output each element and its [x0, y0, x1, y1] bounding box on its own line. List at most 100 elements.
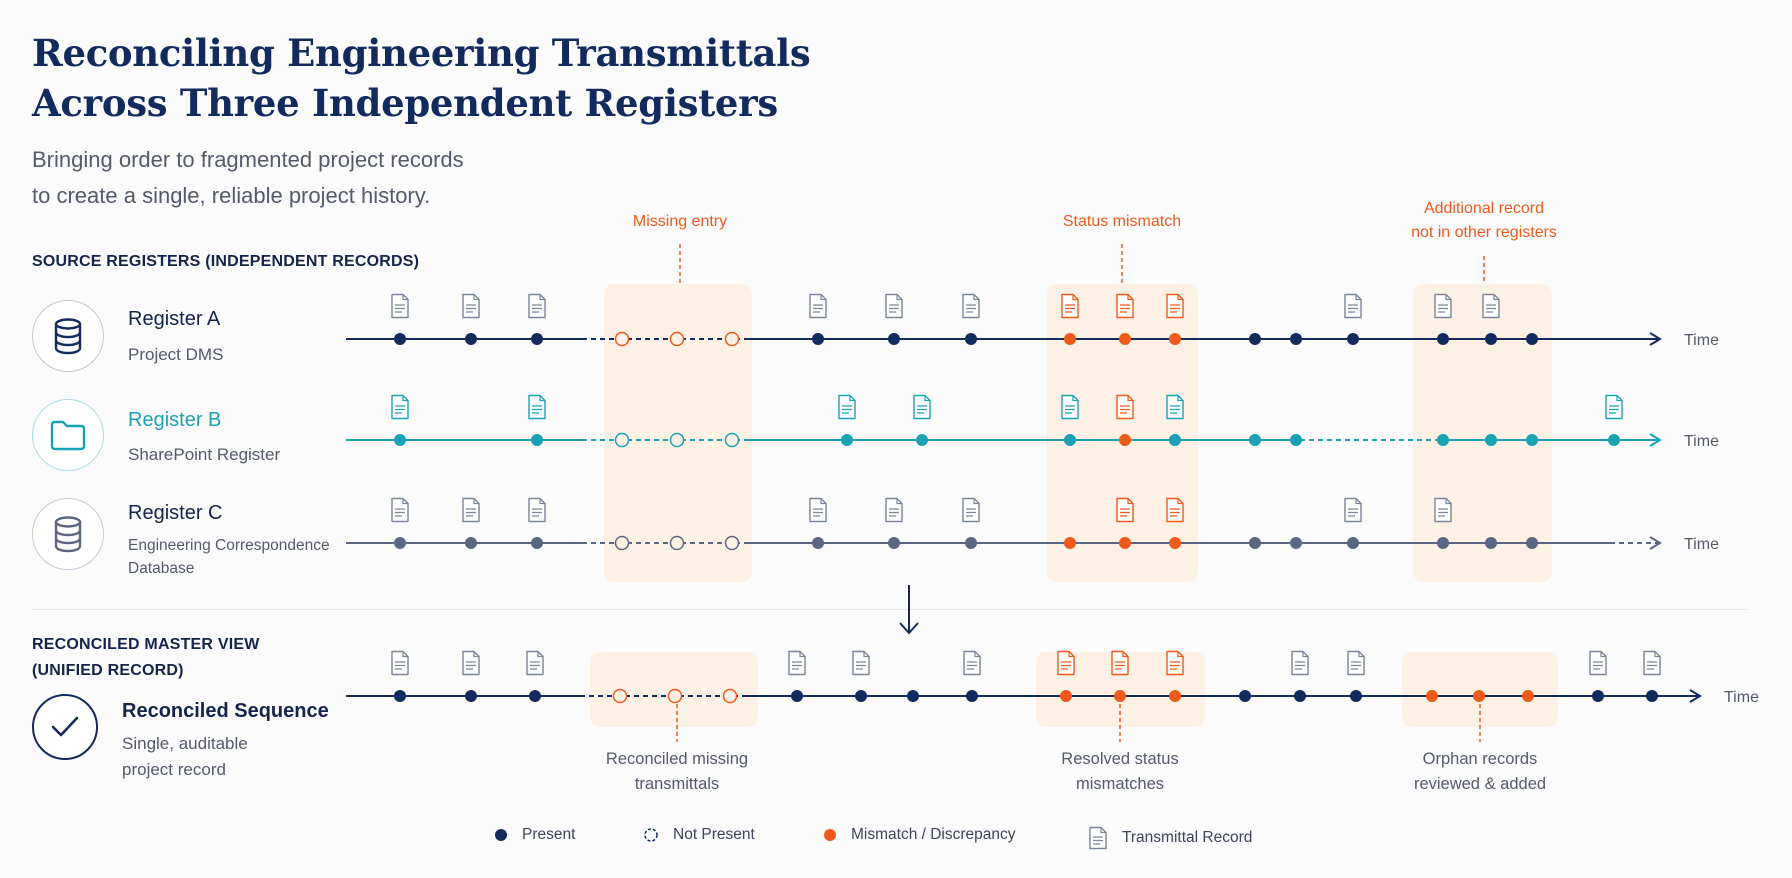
- document-icon: [462, 497, 480, 523]
- present-marker: [907, 690, 919, 702]
- legend-not-present: Not Present: [643, 826, 755, 844]
- present-marker: [394, 434, 406, 446]
- callout-top: not in other registers: [1411, 224, 1557, 241]
- missing-marker: [667, 688, 683, 704]
- document-icon: [962, 497, 980, 523]
- present-marker: [1526, 434, 1538, 446]
- document-icon: [1166, 394, 1184, 420]
- legend-present: Present: [494, 826, 575, 844]
- mismatch-marker: [1119, 434, 1131, 446]
- document-icon: [1344, 293, 1362, 319]
- arrow-head-icon: [1649, 332, 1662, 346]
- document-icon: [1166, 650, 1184, 676]
- register-b-subtitle: SharePoint Register: [128, 445, 281, 464]
- arrow-head-icon: [1649, 536, 1662, 550]
- present-marker: [394, 537, 406, 549]
- document-icon: [885, 497, 903, 523]
- document-icon: [462, 293, 480, 319]
- present-marker: [1592, 690, 1604, 702]
- arrow-head-icon: [1649, 433, 1662, 447]
- document-icon: [809, 293, 827, 319]
- missing-marker: [724, 535, 740, 551]
- section-divider: [32, 609, 1747, 610]
- present-marker: [1485, 537, 1497, 549]
- filled-dot-icon: [495, 829, 507, 841]
- document-icon: [462, 650, 480, 676]
- document-icon: [391, 293, 409, 319]
- title-line: Across Three Independent Registers: [32, 81, 778, 125]
- document-icon: [1291, 650, 1309, 676]
- document-icon: [1111, 650, 1129, 676]
- present-marker: [1169, 434, 1181, 446]
- present-marker: [1437, 537, 1449, 549]
- document-icon: [963, 650, 981, 676]
- legend-transmittal: Transmittal Record: [1088, 826, 1252, 850]
- present-marker: [966, 690, 978, 702]
- present-marker: [465, 537, 477, 549]
- register-a-subtitle: Project DMS: [128, 345, 224, 364]
- present-marker: [791, 690, 803, 702]
- document-icon: [1116, 293, 1134, 319]
- missing-marker: [722, 688, 738, 704]
- discrepancy-highlight-box: [1402, 652, 1558, 727]
- register-b-icon-badge: [32, 399, 104, 471]
- document-icon: [1166, 497, 1184, 523]
- present-marker: [812, 537, 824, 549]
- reconciled-subtitle-line: Single, auditable: [122, 734, 248, 753]
- mismatch-marker: [1473, 690, 1485, 702]
- legend-label: Not Present: [673, 826, 755, 843]
- missing-marker: [614, 432, 630, 448]
- present-marker: [1347, 537, 1359, 549]
- document-icon: [838, 394, 856, 420]
- register-b-name: Register B: [128, 409, 222, 431]
- missing-marker: [612, 688, 628, 704]
- document-icon: [1116, 497, 1134, 523]
- present-marker: [394, 333, 406, 345]
- subtitle: Bringing order to fragmented project rec…: [32, 142, 464, 214]
- present-marker: [529, 690, 541, 702]
- document-icon: [1347, 650, 1365, 676]
- present-marker: [531, 537, 543, 549]
- mismatch-marker: [1114, 690, 1126, 702]
- present-marker: [1485, 333, 1497, 345]
- legend-mismatch: Mismatch / Discrepancy: [823, 826, 1016, 844]
- missing-marker: [669, 331, 685, 347]
- document-icon: [1605, 394, 1623, 420]
- mismatch-marker: [1119, 333, 1131, 345]
- register-c-name: Register C: [128, 502, 223, 524]
- present-marker: [531, 333, 543, 345]
- page-title: Reconciling Engineering Transmittals Acr…: [32, 28, 811, 128]
- legend-label: Mismatch / Discrepancy: [851, 826, 1016, 843]
- document-icon: [852, 650, 870, 676]
- callout-bottom: reviewed & added: [1414, 775, 1546, 793]
- present-marker: [841, 434, 853, 446]
- callout-bottom: Orphan records: [1423, 750, 1538, 768]
- present-marker: [1347, 333, 1359, 345]
- present-marker: [888, 333, 900, 345]
- present-marker: [465, 690, 477, 702]
- missing-marker: [724, 331, 740, 347]
- present-marker: [465, 333, 477, 345]
- discrepancy-highlight-box: [1036, 652, 1205, 727]
- missing-marker: [614, 331, 630, 347]
- mismatch-marker: [1169, 333, 1181, 345]
- present-marker: [965, 537, 977, 549]
- reconciled-master-heading-line: RECONCILED MASTER VIEW: [32, 636, 260, 653]
- document-icon: [1434, 497, 1452, 523]
- present-marker: [1064, 434, 1076, 446]
- time-axis-label: Time: [1684, 332, 1719, 349]
- present-marker: [394, 690, 406, 702]
- document-icon: [528, 497, 546, 523]
- document-icon: [788, 650, 806, 676]
- missing-marker: [669, 432, 685, 448]
- legend-label: Present: [522, 826, 576, 843]
- document-icon: [528, 293, 546, 319]
- document-icon: [1061, 293, 1079, 319]
- document-icon: [528, 394, 546, 420]
- register-c-subtitle-line: Engineering Correspondence: [128, 537, 330, 554]
- present-marker: [855, 690, 867, 702]
- document-icon: [809, 497, 827, 523]
- down-arrow-icon: [899, 585, 919, 635]
- time-axis-label: Time: [1684, 433, 1719, 450]
